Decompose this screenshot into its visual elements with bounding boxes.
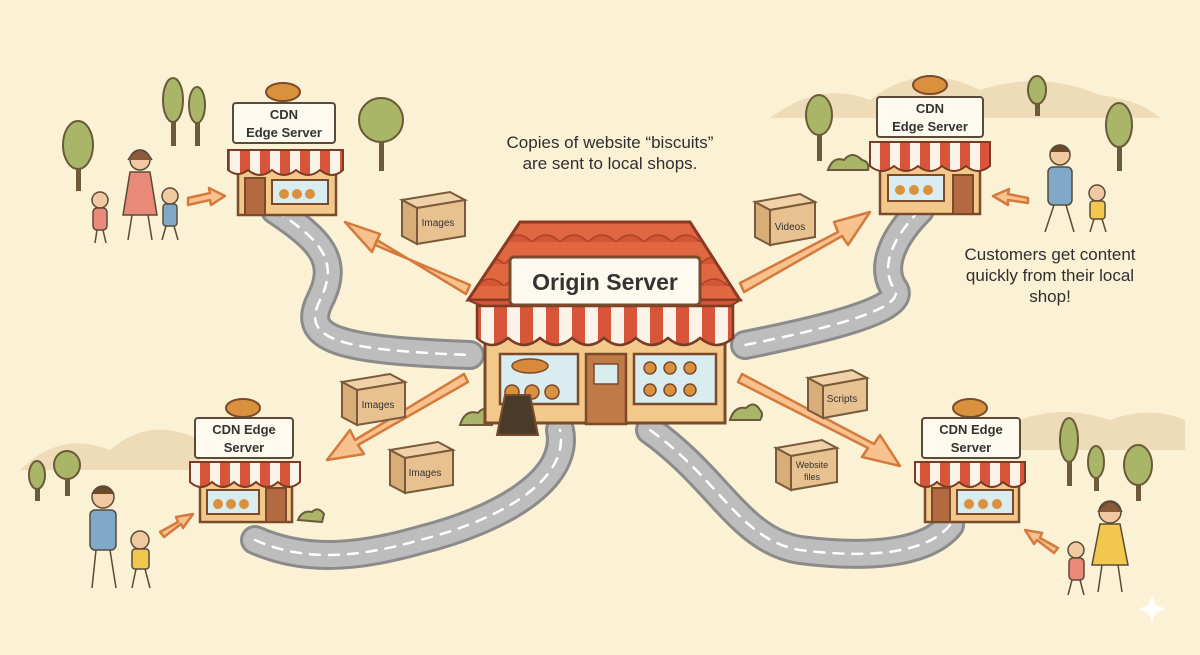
- customer-family-bottom-right: [1067, 500, 1129, 596]
- customer-family-bottom-left: [89, 485, 151, 589]
- caption-right-line3: shop!: [1029, 287, 1071, 306]
- origin-server-label: Origin Server: [532, 269, 678, 295]
- box-label: Images: [409, 468, 442, 479]
- arrow-to-top-left: [343, 220, 472, 296]
- edge-label-line2: Server: [224, 440, 264, 455]
- package-box-website-files: Website files: [772, 438, 841, 492]
- box-label: Scripts: [827, 394, 858, 405]
- edge-server-bottom-left: CDN Edge Server: [189, 398, 301, 524]
- package-box-scripts: Scripts: [804, 368, 871, 420]
- arrow-customer-bl: [158, 512, 195, 539]
- customer-family-top-right: [1044, 144, 1107, 233]
- caption-right: Customers get content quickly from their…: [930, 244, 1170, 307]
- edge-server-bottom-right: CDN Edge Server: [914, 398, 1026, 524]
- box-label: Website: [796, 460, 828, 470]
- arrow-to-top-right: [738, 210, 872, 294]
- box-label: Images: [362, 400, 395, 411]
- edge-label-line1: CDN: [916, 101, 944, 116]
- origin-server-shop: [465, 220, 744, 436]
- package-box-images-mid: Images: [338, 372, 409, 427]
- edge-label-line2: Edge Server: [246, 125, 322, 140]
- customer-family-top-left: [91, 149, 179, 244]
- arrow-to-bottom-right: [736, 372, 902, 468]
- edge-label-line1: CDN Edge: [939, 422, 1003, 437]
- box-label: Images: [422, 218, 455, 229]
- edge-server-top-right: CDN Edge Server: [869, 75, 991, 216]
- arrow-customer-br: [1023, 528, 1060, 555]
- caption-top: Copies of website “biscuits” are sent to…: [460, 132, 760, 174]
- edge-label-line1: CDN: [270, 107, 298, 122]
- edge-label-line2: Edge Server: [892, 119, 968, 134]
- tree-icons: [28, 75, 1153, 501]
- caption-right-line2: quickly from their local: [965, 266, 1135, 285]
- caption-top-line1: Copies of website “biscuits”: [506, 133, 714, 152]
- sparkle-icon: [1138, 595, 1166, 623]
- origin-server-sign: Origin Server: [508, 255, 702, 307]
- caption-top-line2: are sent to local shops.: [522, 154, 698, 173]
- box-label: Videos: [775, 222, 805, 233]
- arrow-customer-tr: [991, 187, 1030, 207]
- caption-right-line1: Customers get content: [964, 245, 1136, 264]
- package-box-videos: Videos: [751, 192, 819, 247]
- package-box-images-top: Images: [398, 190, 469, 246]
- roads: [240, 195, 965, 570]
- box-label: files: [804, 472, 821, 482]
- package-box-images-low: Images: [386, 440, 457, 495]
- edge-label-line1: CDN Edge: [212, 422, 276, 437]
- arrow-customer-tl: [186, 186, 227, 207]
- edge-label-line2: Server: [951, 440, 991, 455]
- edge-server-top-left: CDN Edge Server: [227, 82, 344, 217]
